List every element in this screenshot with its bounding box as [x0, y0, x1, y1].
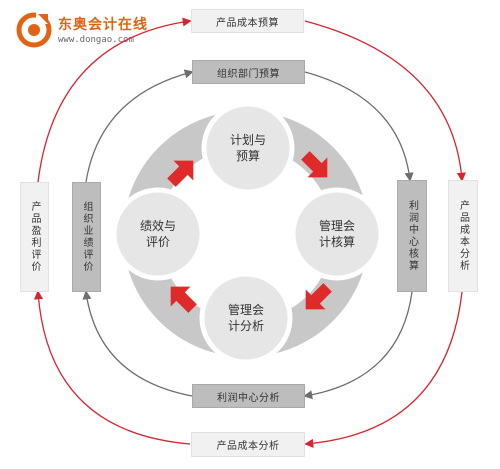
- outer-box-left: 产品盈利评价: [20, 182, 49, 292]
- outer-arrow-left-top: [37, 17, 192, 183]
- outer-arrow-top-right: [304, 20, 466, 182]
- outer-arrow-bottom-left: [33, 290, 191, 445]
- inner-box-left: 组织业绩评价: [72, 182, 101, 292]
- outer-box-right: 产品成本分析: [448, 180, 478, 292]
- logo-url: www.dongao.com: [58, 35, 134, 45]
- inner-arrow-bottom-left: [82, 290, 193, 397]
- inner-arrow-top-right: [304, 71, 414, 182]
- cycle-arrow-bottom-right: [305, 283, 332, 310]
- dongao-logo-icon: [16, 12, 52, 48]
- circle-label-bottom: 管理会 计分析: [227, 303, 264, 333]
- cycle-arrow-top-left: [167, 160, 194, 187]
- circle-label-left: 绩效与 评价: [139, 219, 176, 249]
- logo: 东奥会计在线 www.dongao.com: [14, 10, 164, 50]
- circle-left: [111, 187, 205, 281]
- circle-right: [290, 187, 384, 281]
- logo-title: 东奥会计在线: [58, 17, 148, 33]
- circle-bottom: [199, 271, 293, 365]
- circle-label-top: 计划与 预算: [229, 133, 266, 163]
- inner-box-right: 利润中心核算: [397, 180, 427, 292]
- circle-label-right: 管理会 计核算: [318, 219, 355, 249]
- inner-arrow-left-top: [85, 69, 194, 183]
- circle-top: [201, 101, 295, 195]
- inner-box-top: 组织部门预算: [192, 60, 305, 84]
- outer-box-top: 产品成本预算: [191, 9, 304, 33]
- outer-arrow-right-bottom: [304, 291, 463, 448]
- inner-arrow-right-bottom: [303, 291, 413, 400]
- inner-box-bottom: 利润中心分析: [192, 384, 305, 408]
- cycle-arrow-top-right: [301, 151, 328, 178]
- cycle-arrow-bottom-left: [170, 286, 197, 313]
- outer-box-bottom: 产品成本分析: [191, 432, 305, 457]
